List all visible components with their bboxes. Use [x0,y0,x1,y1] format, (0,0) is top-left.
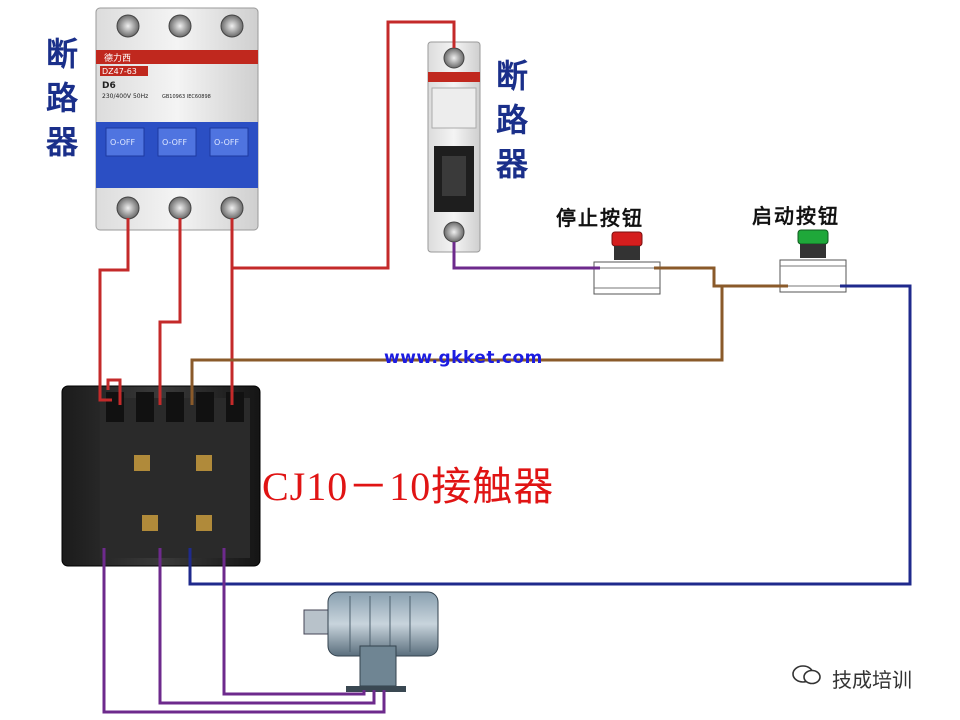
breaker-rating: D6 [102,81,116,91]
breaker-handle-3 [209,127,249,157]
breaker-handle-1 [105,127,145,157]
wire-purple-motor-3 [222,548,366,696]
watermark-text: 技成培训 [832,668,912,692]
wire-purple-to-stop [452,242,600,270]
wire-red-to-single-breaker [232,20,456,270]
brand-stripe [96,50,258,64]
three-pole-breaker: 德力西 DZ47-63 D6 230/400V 50Hz GB10963 IEC… [95,7,259,231]
contactor-terminal-fingers [106,392,244,422]
svg-text:O-OFF: O-OFF [162,138,188,147]
wire-red-l1 [98,218,130,402]
wire-brown-stop-to-start [654,266,788,288]
cj10-contactor [61,385,261,567]
wire-purple-motor-1 [102,548,386,714]
breaker-model: DZ47-63 [102,67,137,76]
website-text: www.gkket.com [384,348,543,368]
wire-red-aux [106,378,122,405]
wechat-icon [792,664,822,686]
wire-blue-coil-return [188,284,912,586]
breaker-handle-2 [157,127,197,157]
breaker-brand: 德力西 [104,52,131,64]
breaker-bottom-terminals [116,196,244,220]
contactor-label: CJ10－10接触器 [262,464,555,509]
breaker-standard: GB10963 IEC60898 [162,94,211,100]
stop-button-label: 停止按钮 [556,206,644,230]
wire-red-l2 [158,218,182,405]
wire-brown-self-hold [190,286,724,405]
contactor-top-screws [134,455,212,471]
start-button-device [779,229,847,293]
breaker-1p-label: 断路器 [495,57,528,183]
svg-text:O-OFF: O-OFF [110,138,136,147]
single-pole-breaker [427,41,481,253]
stop-button-device [593,231,661,295]
start-button-label: 启动按钮 [752,204,840,228]
motor [303,591,439,692]
breaker-3p-label: 断路器 [45,35,78,161]
wire-purple-motor-2 [158,548,376,705]
breaker-voltage: 230/400V 50Hz [102,93,148,100]
breaker-top-terminals [116,14,244,38]
contactor-bottom-screws [142,515,212,531]
svg-text:O-OFF: O-OFF [214,138,240,147]
